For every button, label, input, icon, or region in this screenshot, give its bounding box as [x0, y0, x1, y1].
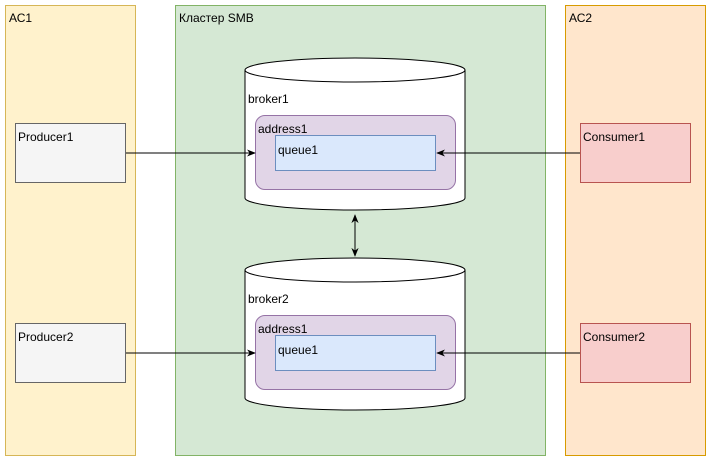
- broker1-queue-label: queue1: [278, 143, 319, 157]
- broker2-queue-label: queue1: [278, 343, 319, 357]
- broker1-label: broker1: [248, 92, 289, 106]
- zone-as2-label: АС2: [569, 11, 593, 25]
- consumer1-node[interactable]: Consumer1: [580, 123, 691, 183]
- broker2-queue[interactable]: queue1: [275, 335, 436, 371]
- broker2-address-label: address1: [258, 322, 308, 336]
- producer1-node[interactable]: Producer1: [15, 123, 126, 183]
- consumer2-node[interactable]: Consumer2: [580, 323, 691, 383]
- producer2-label: Producer2: [18, 330, 74, 344]
- broker1-queue[interactable]: queue1: [275, 135, 436, 171]
- zone-as1-label: АС1: [9, 11, 33, 25]
- producer2-node[interactable]: Producer2: [15, 323, 126, 383]
- consumer1-label: Consumer1: [583, 130, 646, 144]
- zone-cluster-label: Кластер SMB: [179, 11, 254, 25]
- producer1-label: Producer1: [18, 130, 74, 144]
- broker2-label: broker2: [248, 292, 289, 306]
- broker1-address-label: address1: [258, 122, 308, 136]
- consumer2-label: Consumer2: [583, 330, 646, 344]
